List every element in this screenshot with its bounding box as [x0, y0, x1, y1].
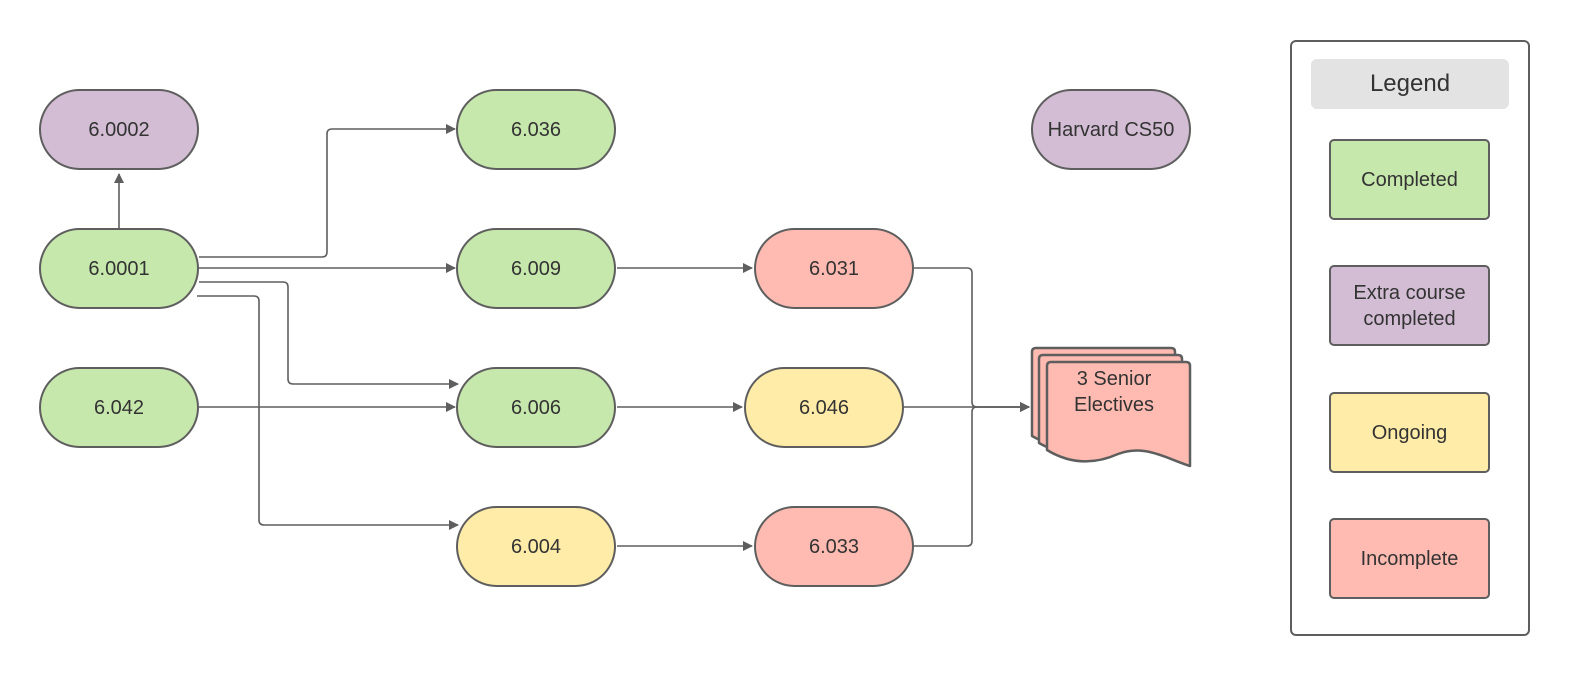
course-node-harvard-cs50: Harvard CS50 [1031, 89, 1191, 170]
course-label: 6.0001 [88, 257, 150, 280]
course-label: 6.031 [808, 257, 860, 280]
course-label: 6.046 [798, 396, 850, 419]
legend-item-extra-course-completed: Extra course completed [1329, 265, 1490, 346]
legend-item-incomplete: Incomplete [1329, 518, 1490, 599]
legend-item-label: Ongoing [1371, 421, 1448, 444]
edge-6033-to-electives [914, 402, 1030, 547]
edge-60001-to-6036 [199, 124, 456, 258]
legend-item-completed: Completed [1329, 139, 1490, 220]
course-node-6-009: 6.009 [456, 228, 616, 309]
course-node-6-033: 6.033 [754, 506, 914, 587]
electives-page-front [1045, 360, 1192, 468]
electives-label-line-1: 3 Senior [1076, 368, 1152, 390]
electives-label: 3 Senior Electives [1040, 366, 1188, 418]
course-label: 6.042 [93, 396, 145, 419]
course-node-6-036: 6.036 [456, 89, 616, 170]
course-label: Harvard CS50 [1047, 118, 1175, 141]
legend-item-label: Completed [1361, 168, 1458, 191]
course-label: 6.0002 [88, 118, 150, 141]
course-label: 6.006 [510, 396, 562, 419]
legend-item-ongoing: Ongoing [1329, 392, 1490, 473]
course-node-6-004: 6.004 [456, 506, 616, 587]
course-node-6-031: 6.031 [754, 228, 914, 309]
course-label: 6.004 [510, 535, 562, 558]
course-label: 6.033 [808, 535, 860, 558]
course-node-6-046: 6.046 [744, 367, 904, 448]
course-node-6-0001: 6.0001 [39, 228, 199, 309]
legend-title: Legend [1311, 59, 1509, 109]
course-label: 6.009 [510, 257, 562, 280]
electives-label-line-2: Electives [1073, 394, 1155, 416]
edge-60001-to-6006 [199, 281, 459, 389]
legend-item-label: Incomplete [1360, 547, 1459, 570]
course-node-6-0002: 6.0002 [39, 89, 199, 170]
course-node-6-042: 6.042 [39, 367, 199, 448]
course-label: 6.036 [510, 118, 562, 141]
electives-node [1030, 346, 1192, 468]
edge-6031-to-electives [914, 267, 1030, 412]
edge-60001-to-6004 [197, 295, 459, 530]
course-node-6-006: 6.006 [456, 367, 616, 448]
legend-item-label: Extra course completed [1353, 281, 1466, 330]
